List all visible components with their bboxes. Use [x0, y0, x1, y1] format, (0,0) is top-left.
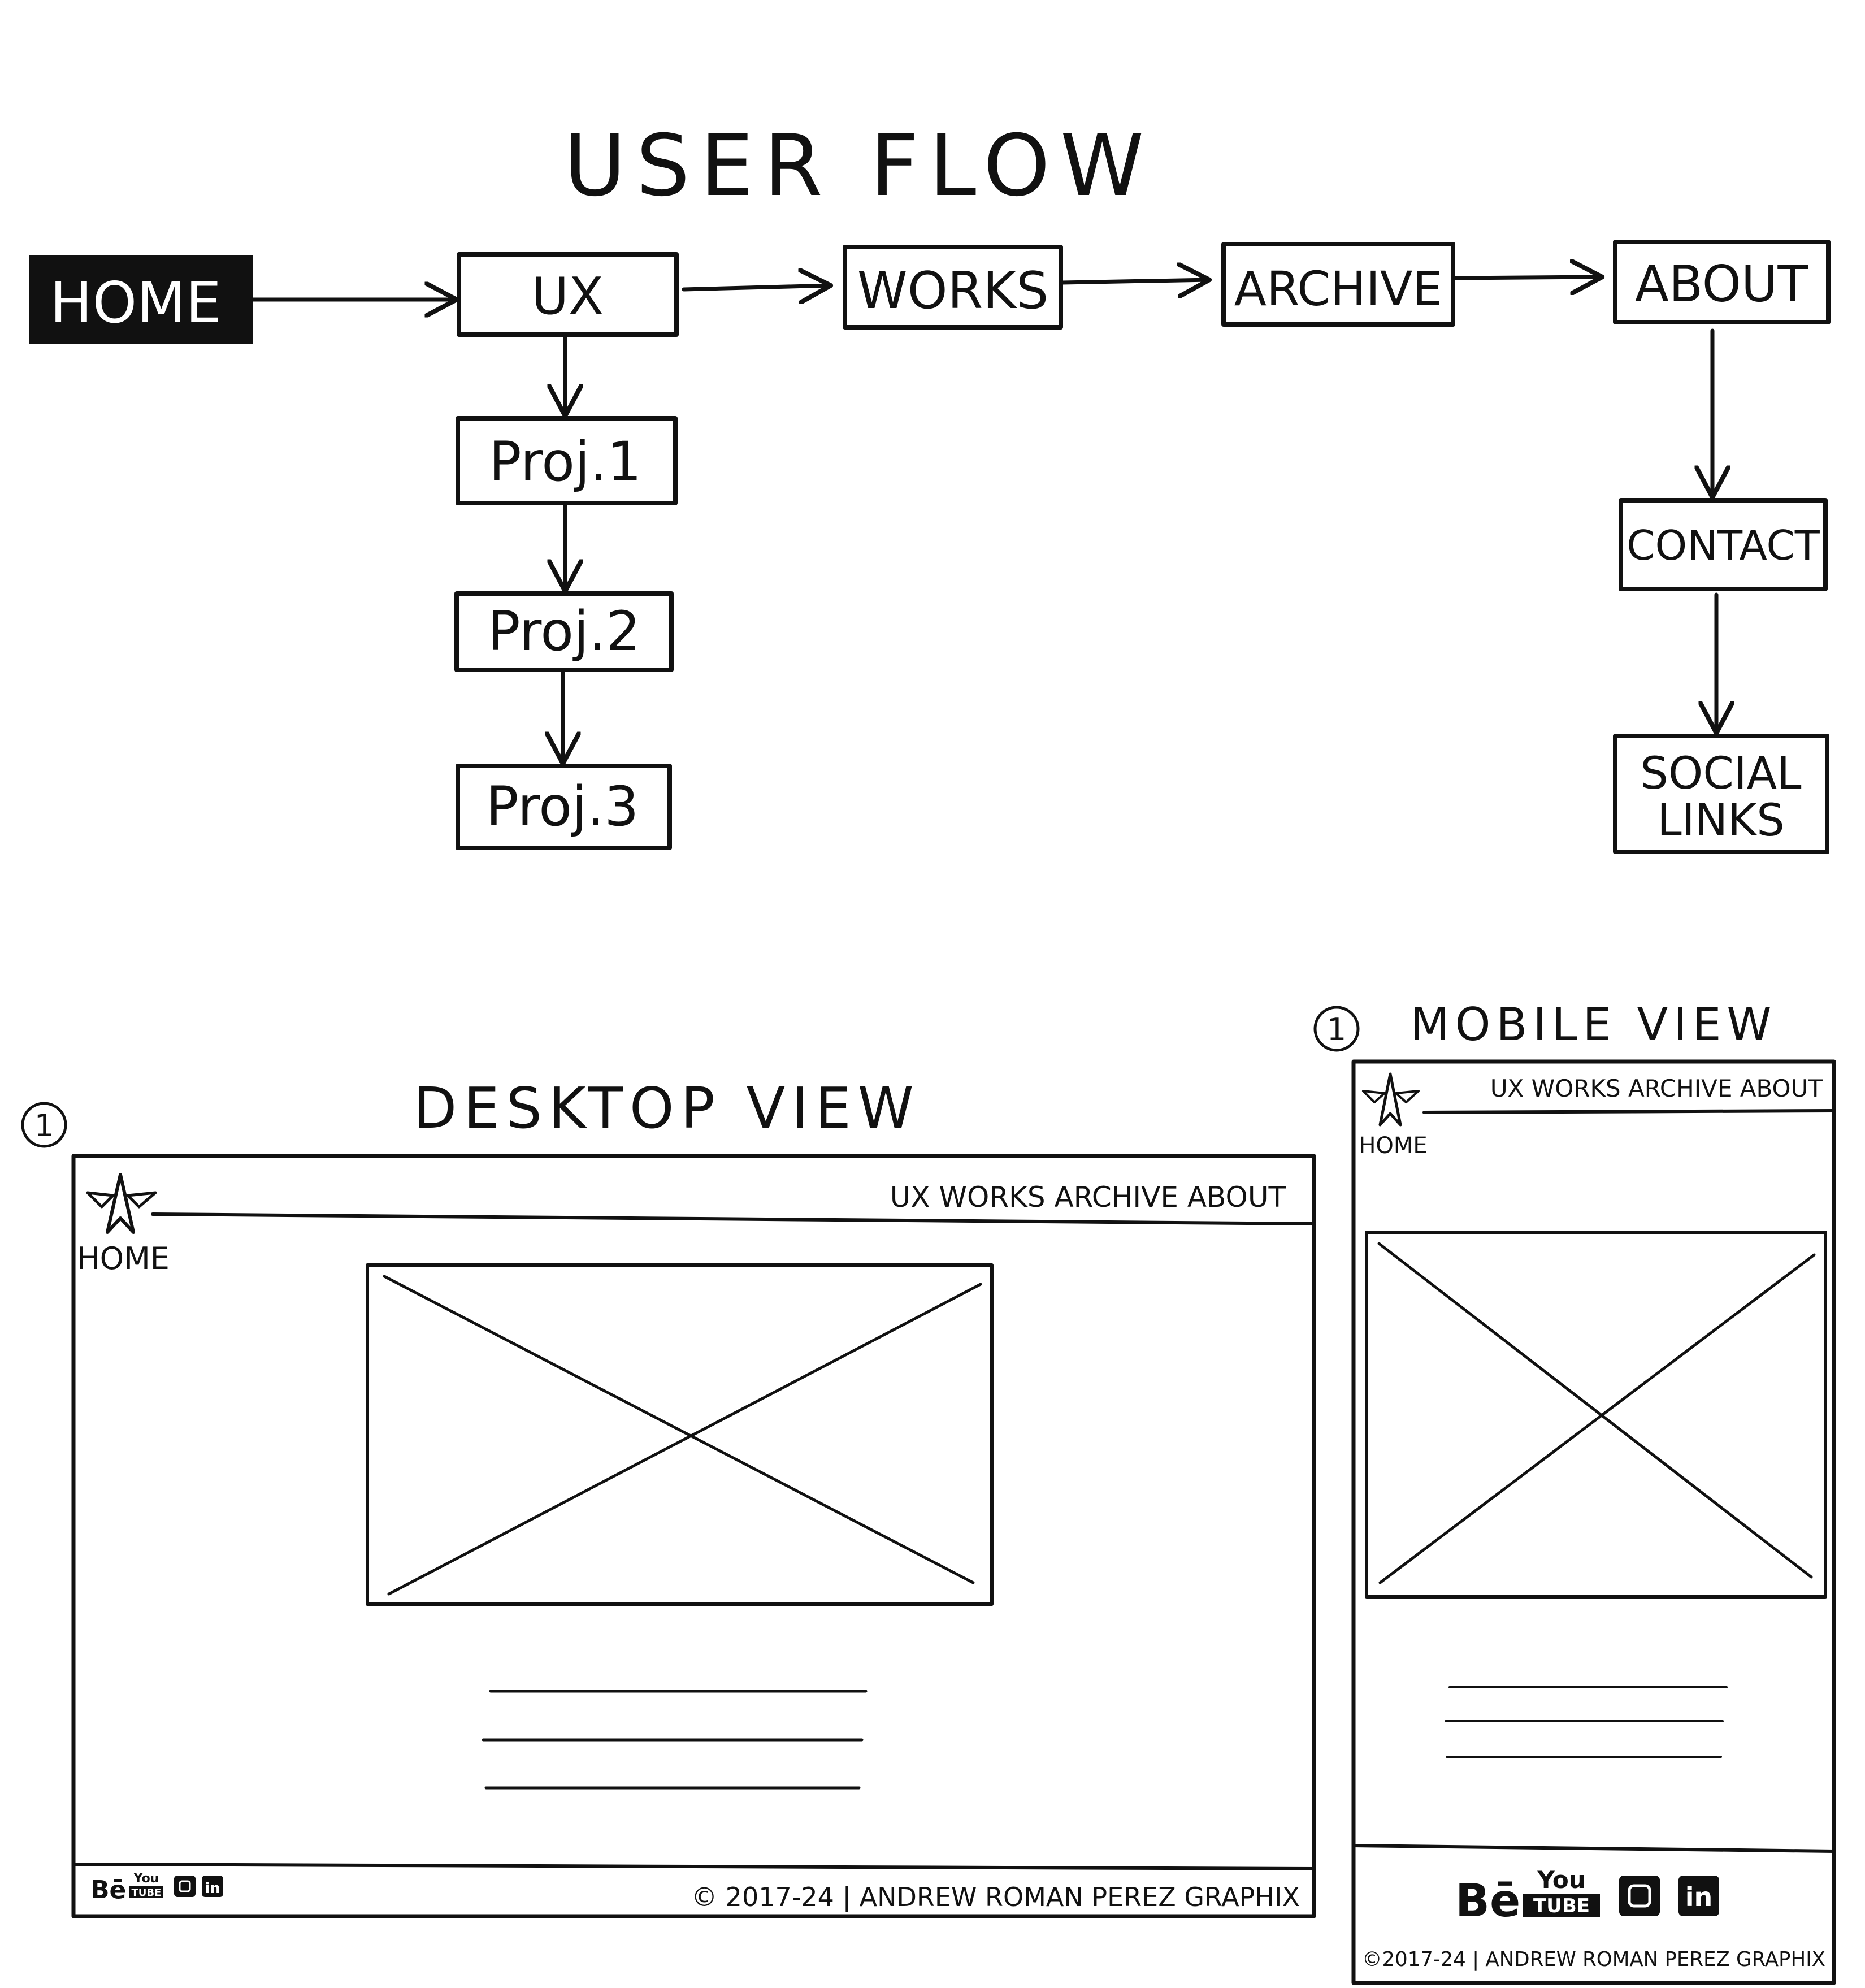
mobile-logo-label: HOME — [1359, 1133, 1427, 1159]
desktop-view-section: 1 DESKTOP VIEW HOME UX WORKS ARCHIVE ABO… — [21, 1075, 1316, 1918]
node-proj-1[interactable]: Proj.1 — [456, 416, 678, 505]
desktop-youtube-icon[interactable]: You TUBE — [129, 1872, 163, 1899]
node-about-label: ABOUT — [1635, 255, 1809, 313]
arrow-ux-works — [682, 285, 831, 289]
node-proj-1-label: Proj.1 — [489, 430, 642, 493]
desktop-linkedin-label: in — [205, 1880, 220, 1897]
desktop-footer-divider — [72, 1863, 1316, 1870]
node-social-label-line-1: SOCIAL — [1640, 748, 1802, 799]
mobile-image-placeholder — [1365, 1231, 1827, 1599]
mobile-footer-divider — [1352, 1844, 1836, 1853]
desktop-title: DESKTOP VIEW — [413, 1075, 920, 1141]
node-home-label: HOME — [50, 270, 221, 336]
mobile-logo[interactable]: HOME — [1359, 1072, 1428, 1159]
node-proj-2-label: Proj.2 — [488, 600, 641, 663]
desktop-header-divider — [151, 1212, 1316, 1225]
flow-arrows — [250, 277, 1716, 764]
desktop-logo-wings-icon — [86, 1191, 157, 1209]
desktop-youtube-top: You — [133, 1872, 159, 1886]
desktop-image-placeholder — [366, 1263, 994, 1606]
arrow-archive-about — [1453, 277, 1602, 278]
node-ux-label: UX — [531, 267, 604, 326]
mobile-view-section: 1 MOBILE VIEW HOME UX WORKS ARCHIVE ABOU… — [1313, 998, 1836, 1985]
desktop-logo[interactable]: HOME — [77, 1173, 170, 1276]
desktop-linkedin-icon[interactable] — [202, 1876, 223, 1897]
node-archive-label: ARCHIVE — [1234, 261, 1443, 317]
node-proj-2[interactable]: Proj.2 — [454, 591, 674, 672]
desktop-marker-number: 1 — [34, 1108, 54, 1144]
desktop-youtube-bottom: TUBE — [132, 1887, 162, 1899]
desktop-frame — [71, 1154, 1316, 1918]
mobile-marker-number: 1 — [1327, 1012, 1346, 1047]
arrow-works-archive — [1060, 280, 1209, 283]
mobile-nav[interactable]: UX WORKS ARCHIVE ABOUT — [1490, 1075, 1823, 1102]
node-ux[interactable]: UX — [457, 252, 679, 337]
node-archive[interactable]: ARCHIVE — [1221, 242, 1455, 327]
mobile-linkedin-label: in — [1685, 1882, 1713, 1912]
node-social-links[interactable]: SOCIAL LINKS — [1613, 734, 1829, 854]
desktop-instagram-icon[interactable] — [174, 1876, 196, 1897]
mobile-logo-star-icon — [1378, 1072, 1402, 1127]
mobile-youtube-icon[interactable]: You TUBE — [1523, 1866, 1600, 1917]
node-proj-3[interactable]: Proj.3 — [456, 764, 672, 850]
mobile-instagram-icon[interactable] — [1619, 1876, 1660, 1916]
node-social-label-line-2: LINKS — [1657, 795, 1784, 846]
mobile-text-lines — [1445, 1686, 1728, 1758]
mobile-social-icons: Bē You TUBE in — [1455, 1866, 1719, 1927]
desktop-logo-label: HOME — [77, 1241, 170, 1276]
mobile-behance-icon[interactable]: Bē — [1455, 1874, 1520, 1927]
node-home[interactable]: HOME — [29, 255, 253, 344]
mobile-logo-wings-icon — [1362, 1090, 1420, 1103]
flow-title: USER FLOW — [564, 117, 1155, 215]
node-works-label: WORKS — [857, 261, 1049, 320]
desktop-behance-icon[interactable]: Bē — [90, 1876, 126, 1904]
desktop-text-lines — [482, 1690, 868, 1790]
mobile-title: MOBILE VIEW — [1411, 998, 1777, 1051]
desktop-nav[interactable]: UX WORKS ARCHIVE ABOUT — [890, 1181, 1286, 1214]
mobile-youtube-bottom: TUBE — [1533, 1895, 1590, 1917]
desktop-logo-star-icon — [106, 1173, 135, 1234]
mobile-marker-circle — [1313, 1006, 1360, 1052]
desktop-copyright: © 2017-24 | ANDREW ROMAN PEREZ GRAPHIX — [691, 1882, 1300, 1913]
mobile-linkedin-icon[interactable] — [1678, 1876, 1719, 1916]
mobile-copyright: ©2017-24 | ANDREW ROMAN PEREZ GRAPHIX — [1362, 1948, 1825, 1971]
desktop-marker-circle — [21, 1102, 67, 1148]
node-contact-label: CONTACT — [1627, 522, 1820, 569]
node-proj-3-label: Proj.3 — [486, 775, 639, 838]
node-works[interactable]: WORKS — [843, 245, 1063, 330]
node-about[interactable]: ABOUT — [1613, 240, 1831, 324]
mobile-header-divider — [1422, 1109, 1836, 1114]
mobile-frame — [1351, 1059, 1836, 1985]
node-contact[interactable]: CONTACT — [1619, 498, 1828, 591]
desktop-social-icons: Bē You TUBE in — [90, 1872, 223, 1904]
mobile-youtube-top: You — [1537, 1866, 1585, 1894]
